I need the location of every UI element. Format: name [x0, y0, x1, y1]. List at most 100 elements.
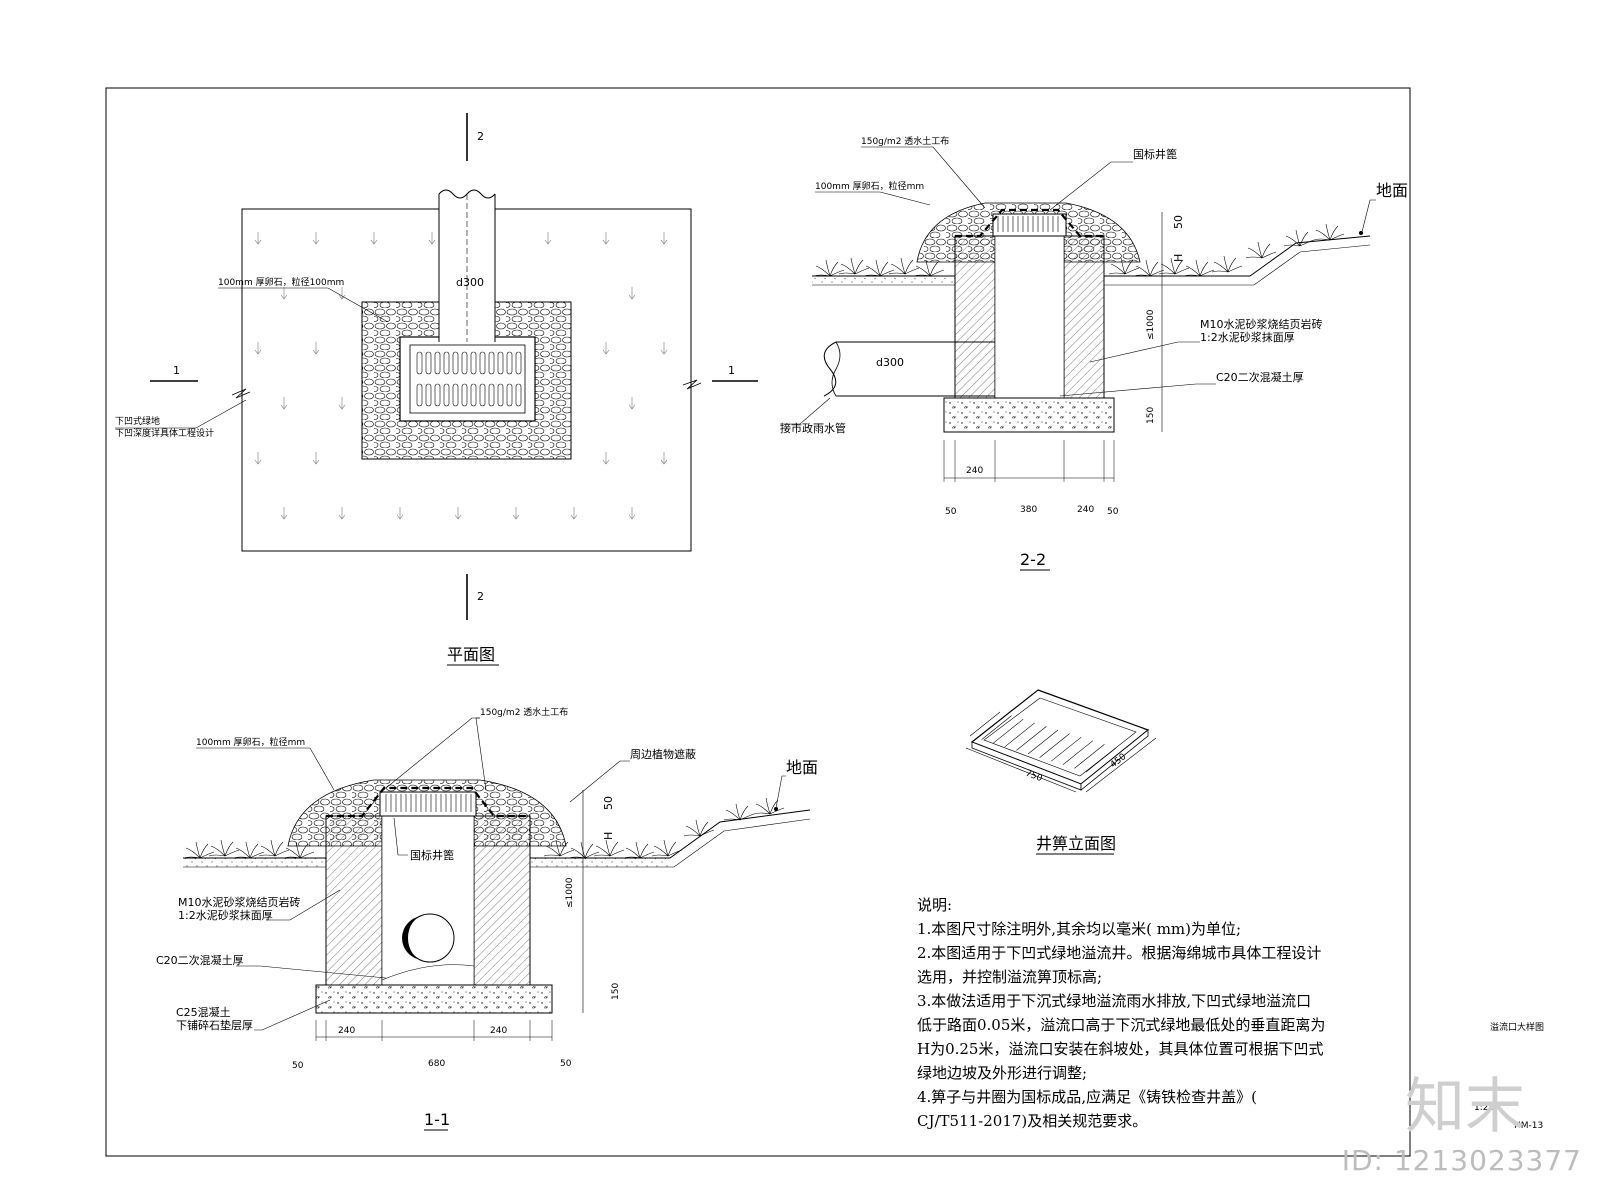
flow-arrow-icon: [454, 506, 462, 520]
plan-section-2-bottom: 2: [477, 590, 484, 603]
grass-icon: [623, 841, 655, 859]
iso-slot: [993, 718, 1024, 744]
flow-arrow-icon: [544, 231, 552, 245]
s22-grate-bars: [997, 216, 1059, 232]
grate-slot: [515, 383, 522, 407]
iso-slot: [1085, 747, 1117, 773]
notes-heading: 说明:: [917, 896, 953, 914]
iso-grate-slots: [969, 711, 1117, 773]
plan-section-1-right: 1: [728, 364, 735, 377]
grate-slot: [461, 383, 468, 407]
grass-icon: [753, 797, 785, 815]
s11-dim-150: 150: [611, 983, 621, 1000]
grass-icon: [1283, 229, 1315, 247]
s11-brick-2: 1:2水泥砂浆抹面厚: [178, 908, 273, 922]
s22-title: 2-2: [1020, 550, 1046, 569]
grate-slot: [497, 351, 504, 375]
s22-dim-50: 50: [1172, 215, 1185, 229]
flow-arrow-icon: [660, 231, 668, 245]
s11-dim-bottom-2: 50: [560, 1059, 572, 1069]
notes-line-5: H为0.25米，溢流口安装在斜坡处，其具体位置可根据下凹式: [917, 1040, 1324, 1058]
s22-brick-1: M10水泥砂浆烧结页岩砖: [1200, 317, 1323, 331]
plan-title: 平面图: [447, 645, 495, 664]
s11-grate-label: 国标井篦: [410, 848, 454, 862]
grate-slot: [479, 383, 486, 407]
notes-line-2: 选用，并控制溢流箅顶标高;: [917, 968, 1103, 986]
grate-slot: [506, 351, 513, 375]
s11-ground-label: 地面: [786, 758, 818, 777]
grate-slot: [425, 383, 432, 407]
s11-concrete: C20二次混凝土厚: [156, 953, 244, 967]
notes-line-6: 绿地边坡及外形进行调整;: [917, 1064, 1088, 1082]
flow-arrow-icon: [312, 231, 320, 245]
grate-slot: [506, 383, 513, 407]
grate-slot: [443, 383, 450, 407]
plan-green-label-1: 下凹式绿地: [115, 415, 160, 427]
s11-plants-label: 周边植物遮蔽: [630, 747, 696, 761]
s11-brick-1: M10水泥砂浆烧结页岩砖: [178, 895, 301, 909]
flow-arrow-icon: [396, 506, 404, 520]
section-1-1: 150g/m2 透水土工布 100mm 厚卵石，粒径mm 周边植物遮蔽 地面 国…: [156, 706, 818, 1131]
grate-slot: [488, 383, 495, 407]
s11-dim-bottom-0: 50: [292, 1061, 304, 1071]
grass-icon: [838, 257, 870, 275]
flow-arrow-icon: [254, 341, 262, 355]
flow-arrow-icon: [338, 396, 346, 410]
flow-arrow-icon: [280, 506, 288, 520]
s11-dim-top-0: 240: [338, 1026, 355, 1036]
grass-icon: [258, 839, 290, 857]
iso-slot: [1062, 740, 1093, 766]
s22-dim-H: H: [1172, 254, 1185, 262]
grate-slot: [434, 383, 441, 407]
s22-dim-bottom-0: 50: [945, 507, 957, 517]
grate-title: 井箅立面图: [1036, 834, 1116, 853]
grate-slot: [443, 351, 450, 375]
grass-icon: [208, 839, 240, 857]
grass-icon: [593, 839, 625, 857]
flow-arrow-icon: [254, 231, 262, 245]
plan-view: d300 100mm 厚卵石，粒径100mm 2 2 1 1 下凹式绿地 下凹深…: [115, 113, 758, 666]
iso-slot: [1004, 722, 1035, 748]
s22-pipe-label: 接市政雨水管: [780, 421, 846, 435]
grass-icon: [888, 257, 920, 275]
grass-icon: [651, 839, 683, 857]
notes-line-7: 4.箅子与井圈为国标成品,应满足《铸铁检查井盖》(: [917, 1088, 1257, 1106]
flow-arrow-icon: [312, 451, 320, 465]
grate-slot: [497, 383, 504, 407]
flow-arrow-icon: [280, 286, 288, 300]
grass-icon: [1211, 255, 1243, 273]
flow-arrow-icon: [602, 231, 610, 245]
plan-grate-inner: [409, 344, 526, 414]
titleblock-name: 溢流口大样图: [1490, 1021, 1544, 1033]
flow-arrow-icon: [428, 231, 436, 245]
s11-dim-top-1: 240: [490, 1026, 507, 1036]
flow-arrow-icon: [628, 506, 636, 520]
s11-dim-H: H: [602, 832, 615, 840]
flow-arrow-icon: [628, 396, 636, 410]
flow-arrow-icon: [280, 396, 288, 410]
iso-slot: [1074, 744, 1105, 769]
flow-arrow-icon: [570, 506, 578, 520]
grate-slot: [488, 351, 495, 375]
grass-icon: [683, 819, 715, 837]
s22-geotextile-label: 150g/m2 透水土工布: [861, 135, 949, 147]
s11-dim-1000: ≤1000: [565, 877, 575, 908]
flow-arrow-icon: [512, 506, 520, 520]
plan-green-label-2: 下凹深度详具体工程设计: [115, 427, 214, 439]
s22-dim-top-0: 240: [966, 466, 983, 476]
sheet-frame: [105, 87, 1411, 1157]
s22-dim-bottom-2: 240: [1077, 505, 1094, 515]
s11-grate-bars: [385, 794, 472, 812]
grate-slot: [470, 351, 477, 375]
titleblock-scale: 1:25: [1474, 1103, 1494, 1113]
s22-grate-label: 国标井篦: [1133, 147, 1177, 161]
s11-base-1: C25混凝土: [176, 1005, 231, 1019]
watermark-logo: 知末: [1405, 1072, 1525, 1142]
grate-slot: [515, 351, 522, 375]
s11-pebble-label: 100mm 厚卵石，粒径mm: [196, 736, 305, 748]
iso-slot: [969, 711, 1001, 737]
s22-brick-2: 1:2水泥砂浆抹面厚: [1200, 330, 1295, 344]
flow-arrow-icon: [370, 231, 378, 245]
plan-section-1-left: 1: [173, 364, 180, 377]
